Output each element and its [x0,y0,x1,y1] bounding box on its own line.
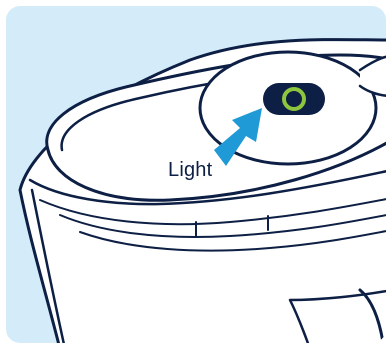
light-indicator-icon [263,83,325,115]
light-callout-label: Light [168,159,212,182]
